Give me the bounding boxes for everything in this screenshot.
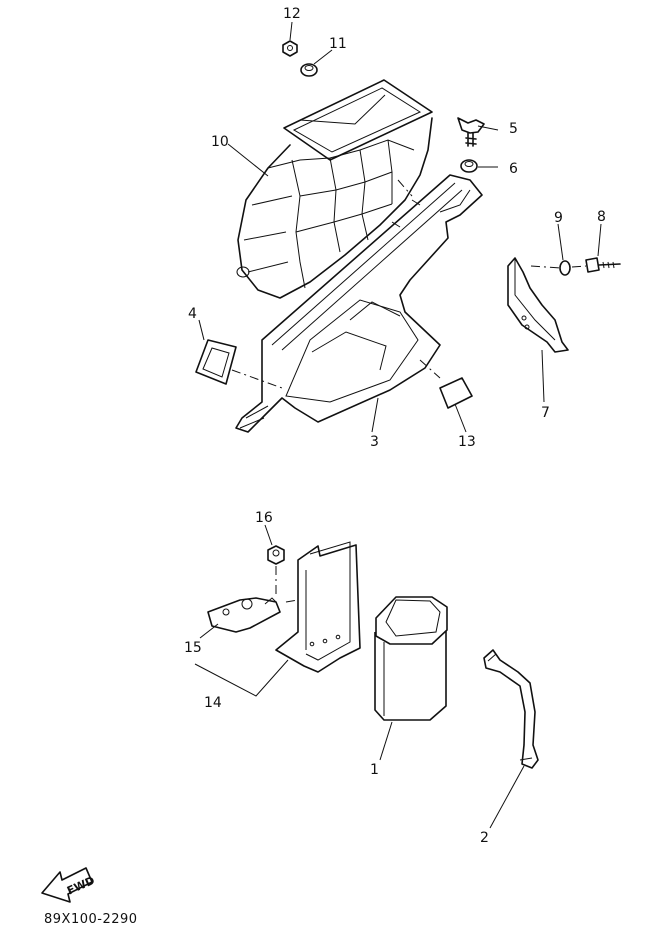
callout-11: 11 (329, 36, 347, 52)
callout-7: 7 (541, 405, 550, 421)
wing-screw-part-5 (457, 117, 485, 147)
callout-5: 5 (509, 121, 518, 137)
callout-12: 12 (283, 6, 301, 22)
callout-2: 2 (480, 830, 489, 846)
grommet-part-11 (300, 63, 318, 77)
callout-10: 10 (211, 134, 229, 150)
callout-labels: 12 11 10 5 6 9 8 4 7 3 13 16 15 14 1 2 (184, 6, 606, 846)
callout-3: 3 (370, 434, 379, 450)
leader-lines-lower (194, 524, 525, 829)
callout-14: 14 (204, 695, 222, 711)
intake-duct-part-10 (236, 79, 433, 299)
screw-part-8 (585, 257, 621, 273)
main-case-part-3 (235, 174, 483, 433)
callout-13: 13 (458, 434, 476, 450)
callout-9: 9 (554, 210, 563, 226)
bracket-part-7 (507, 257, 569, 353)
grommet-part-6 (460, 159, 478, 173)
strap-part-2 (483, 649, 539, 769)
fwd-arrow-icon: FWD (41, 867, 97, 903)
pad-part-13 (439, 377, 473, 409)
battery-holder-part-14 (275, 541, 361, 673)
plate-part-15 (207, 597, 281, 633)
washer-part-9 (559, 260, 571, 276)
callout-8: 8 (597, 209, 606, 225)
callout-1: 1 (370, 762, 379, 778)
callout-15: 15 (184, 640, 202, 656)
leader-lines-upper (198, 21, 602, 433)
callout-4: 4 (188, 306, 197, 322)
battery-part-1 (374, 596, 448, 721)
callout-16: 16 (255, 510, 273, 526)
drawing-code: 89X100-2290 (44, 912, 138, 927)
callout-6: 6 (509, 161, 518, 177)
alignment-lines-upper (231, 179, 587, 389)
seal-part-4 (195, 339, 237, 385)
alignment-lines-lower (275, 566, 299, 603)
nut-part-12 (282, 40, 298, 57)
nut-part-16 (267, 545, 285, 565)
